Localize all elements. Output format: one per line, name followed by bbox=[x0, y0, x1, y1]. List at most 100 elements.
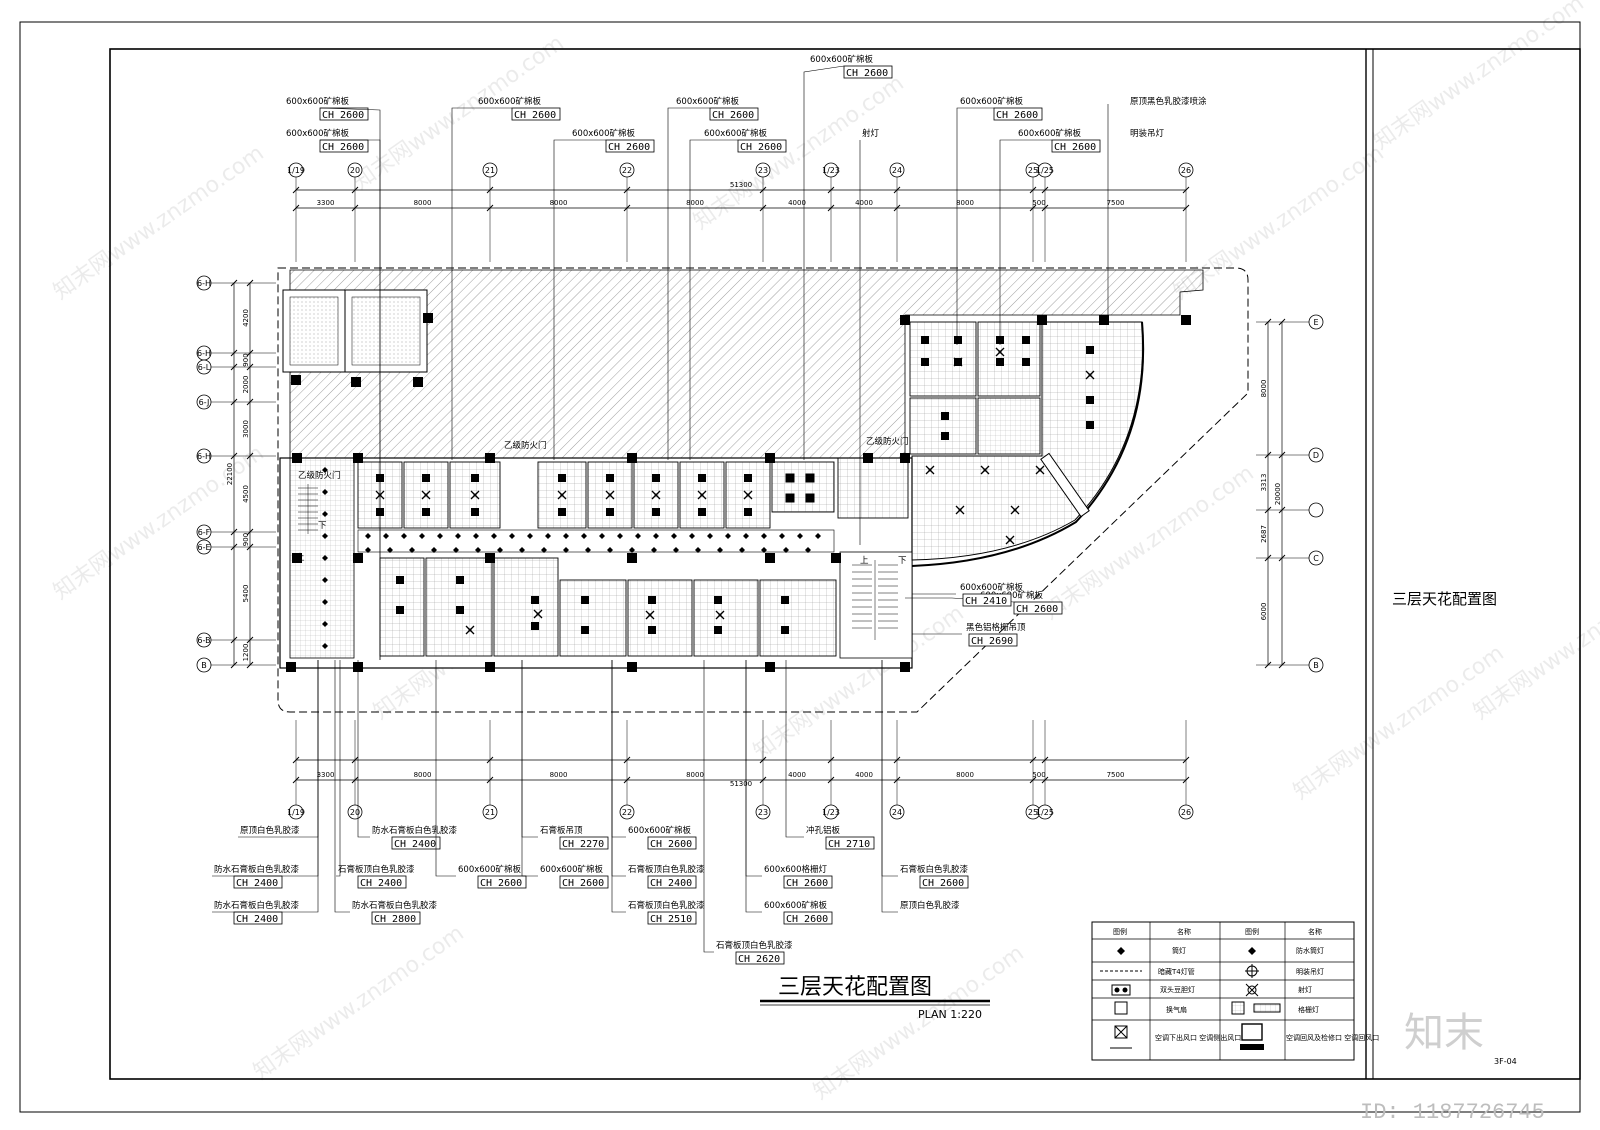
grille-light bbox=[456, 576, 464, 584]
ac-outlet-center bbox=[608, 493, 612, 497]
dim-bottom-seg: 3300 bbox=[317, 771, 335, 779]
legend-table: 图例 名称 图例 名称 筒灯 防水筒灯 暗藏T4灯管 明装吊灯 双头豆胆灯 射灯… bbox=[1091, 921, 1379, 1061]
callout-leader bbox=[745, 660, 762, 877]
column bbox=[831, 553, 841, 563]
downlight bbox=[322, 511, 328, 517]
watermark-text-0: 知末网www.znzmo.com bbox=[49, 141, 269, 305]
callout-leader bbox=[435, 660, 456, 877]
grille-light bbox=[1086, 346, 1094, 354]
dimension-ticks bbox=[230, 186, 1286, 784]
column bbox=[423, 313, 433, 323]
axis-label-left: 6-B bbox=[197, 636, 210, 645]
callout-ch-box bbox=[511, 107, 561, 121]
callout-right-label: 600x600矿棉板 bbox=[960, 582, 1023, 593]
downlight bbox=[563, 533, 569, 539]
downlight bbox=[581, 533, 587, 539]
dim-top-seg: 8000 bbox=[550, 199, 568, 207]
grille-light bbox=[652, 508, 660, 516]
door-label-2: 乙级防火门 bbox=[504, 440, 547, 451]
sheet-number: 3F-04 bbox=[1494, 1057, 1517, 1066]
grille-light bbox=[422, 508, 430, 516]
column bbox=[765, 662, 775, 672]
callout-leader bbox=[689, 139, 738, 460]
upper-rooms bbox=[357, 457, 909, 529]
grille-light bbox=[1022, 358, 1030, 366]
downlight bbox=[783, 547, 789, 553]
dim-bottom-total: 51300 bbox=[730, 780, 752, 788]
dimension-texts: 3300330080008000800080008000800040004000… bbox=[226, 181, 1282, 788]
callout-ch-box bbox=[477, 875, 527, 889]
axis-label-left: 6-H bbox=[197, 279, 211, 288]
grille-light bbox=[531, 596, 539, 604]
ac-outlet-center bbox=[648, 613, 652, 617]
axis-label-left: 6-H bbox=[197, 349, 211, 358]
downlight bbox=[453, 547, 459, 553]
downlight bbox=[322, 621, 328, 627]
grille-light bbox=[744, 474, 752, 482]
axis-label-top: 26 bbox=[1181, 166, 1191, 175]
ac-outlet-center bbox=[746, 493, 750, 497]
callout-bottom-ch: CH 2800 bbox=[374, 914, 416, 925]
callout-bottom-ch: CH 2600 bbox=[786, 878, 828, 889]
axis-label-bottom: 23 bbox=[758, 808, 768, 817]
legend-name-4a: 换气扇 bbox=[1166, 1005, 1187, 1014]
callout-leader bbox=[881, 660, 898, 877]
grille-light bbox=[648, 596, 656, 604]
watermark-text-11: 知末网www.znzmo.com bbox=[809, 941, 1029, 1105]
column bbox=[1037, 315, 1047, 325]
callout-top-ch: CH 2600 bbox=[514, 110, 556, 121]
dim-top-seg: 8000 bbox=[414, 199, 432, 207]
dim-top-seg: 4000 bbox=[855, 199, 873, 207]
callout-bottom-ch: CH 2600 bbox=[480, 878, 522, 889]
legend-name-5b: 空调回风及检修口 空调回风口 bbox=[1286, 1033, 1379, 1042]
callout-ch-box bbox=[1013, 601, 1063, 615]
grille-light bbox=[781, 626, 789, 634]
side-title: 三层天花配置图 bbox=[1392, 590, 1497, 608]
legend-name-4b: 格栅灯 bbox=[1298, 1005, 1319, 1014]
callout-top-label: 600x600矿棉板 bbox=[980, 590, 1043, 601]
watermark-text-5: 知末网www.znzmo.com bbox=[49, 441, 269, 605]
callout-right-ch: CH 2410 bbox=[965, 596, 1007, 607]
callout-bottom-ch: CH 2600 bbox=[650, 839, 692, 850]
callout-top-label: 600x600矿棉板 bbox=[478, 96, 541, 107]
downlight bbox=[455, 533, 461, 539]
downlight bbox=[797, 533, 803, 539]
spot-light-symbol bbox=[1247, 985, 1257, 995]
dim-right-seg: 3313 bbox=[1260, 474, 1268, 492]
ac-outlet-center bbox=[654, 493, 658, 497]
curved-glazing bbox=[911, 321, 1145, 567]
callout-leader bbox=[212, 660, 319, 913]
axis-label-left: 6-E bbox=[197, 543, 210, 552]
callout-bottom-label: 石膏板顶白色乳胶漆 bbox=[628, 900, 705, 911]
column bbox=[627, 553, 637, 563]
downlight bbox=[585, 547, 591, 553]
grille-light bbox=[606, 474, 614, 482]
callout-leader bbox=[553, 139, 606, 460]
stair-up-1: 上 bbox=[860, 556, 869, 566]
downlight bbox=[695, 547, 701, 553]
grille-light bbox=[941, 412, 949, 420]
downlight bbox=[629, 547, 635, 553]
callout-ch-box bbox=[647, 875, 697, 889]
callout-bottom-label: 600x600格栅灯 bbox=[764, 864, 827, 875]
callout-top-label: 600x600矿棉板 bbox=[572, 128, 635, 139]
ac-outlet-center bbox=[1013, 508, 1017, 512]
dim-left-seg: 4200 bbox=[242, 309, 250, 327]
callout-black-paint: 原顶黑色乳胶漆喷涂 bbox=[1130, 96, 1207, 107]
grille-light bbox=[805, 473, 815, 483]
downlight bbox=[779, 533, 785, 539]
downlight bbox=[761, 547, 767, 553]
axis-label-top: 22 bbox=[622, 166, 632, 175]
column bbox=[353, 453, 363, 463]
axis-label-right: D bbox=[1313, 451, 1319, 460]
dim-bottom-seg: 4000 bbox=[788, 771, 806, 779]
axis-label-bottom: 21 bbox=[485, 808, 495, 817]
dim-bottom-seg: 8000 bbox=[550, 771, 568, 779]
axis-label-top: 23 bbox=[758, 166, 768, 175]
downlight bbox=[717, 547, 723, 553]
axis-label-left: 6-H bbox=[197, 452, 211, 461]
axis-label-top: 24 bbox=[892, 166, 902, 175]
callout-ch-box bbox=[783, 911, 833, 925]
ac-outlet-center bbox=[560, 493, 564, 497]
